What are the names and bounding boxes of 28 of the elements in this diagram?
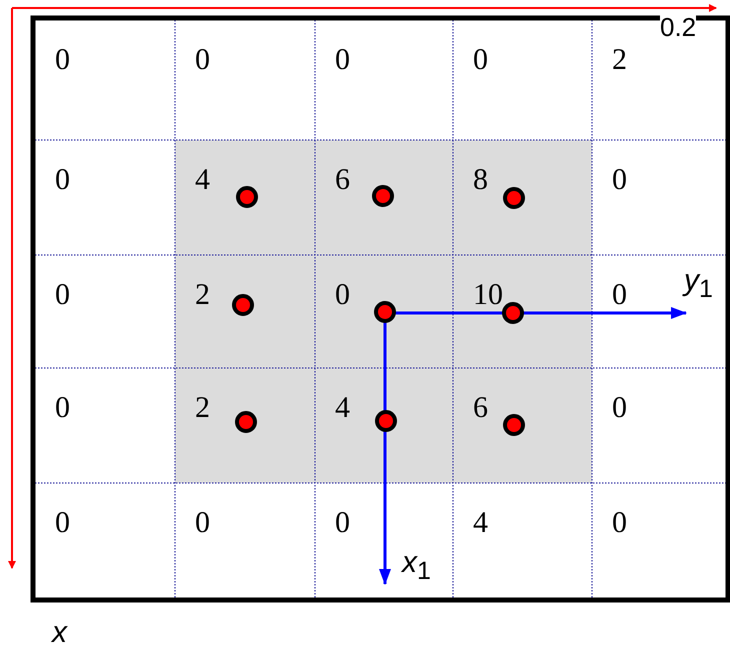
cell-value: 0 [612, 280, 627, 310]
cell-value: 4 [473, 508, 488, 538]
axis-label: y$_{1}$ [684, 266, 713, 302]
cell-value: 0 [473, 45, 488, 75]
cell-value: 0 [335, 280, 350, 310]
axis-label: x$_{1}$ [402, 548, 431, 584]
cell-value: 0 [55, 280, 70, 310]
cell-value: 0 [335, 45, 350, 75]
cell-value: 10 [473, 280, 503, 310]
cell-value: 4 [335, 393, 350, 423]
cell-value: 0 [55, 508, 70, 538]
cell-value: 0 [335, 508, 350, 538]
cell-value: 0 [55, 165, 70, 195]
cell-value: 0 [195, 508, 210, 538]
cell-value: 6 [473, 393, 488, 423]
cell-value: 4 [195, 165, 210, 195]
cell-value: 8 [473, 165, 488, 195]
cell-value: 0 [612, 393, 627, 423]
cell-value: 6 [335, 165, 350, 195]
cell-value: 2 [612, 45, 627, 75]
axis-label: x [52, 618, 67, 648]
cell-value: 0 [612, 165, 627, 195]
cell-value: 2 [195, 393, 210, 423]
cell-value: 0 [55, 393, 70, 423]
cell-value: 2 [195, 280, 210, 310]
cell-value: 0 [612, 508, 627, 538]
cell-value: 0 [195, 45, 210, 75]
cell-value: 0 [55, 45, 70, 75]
